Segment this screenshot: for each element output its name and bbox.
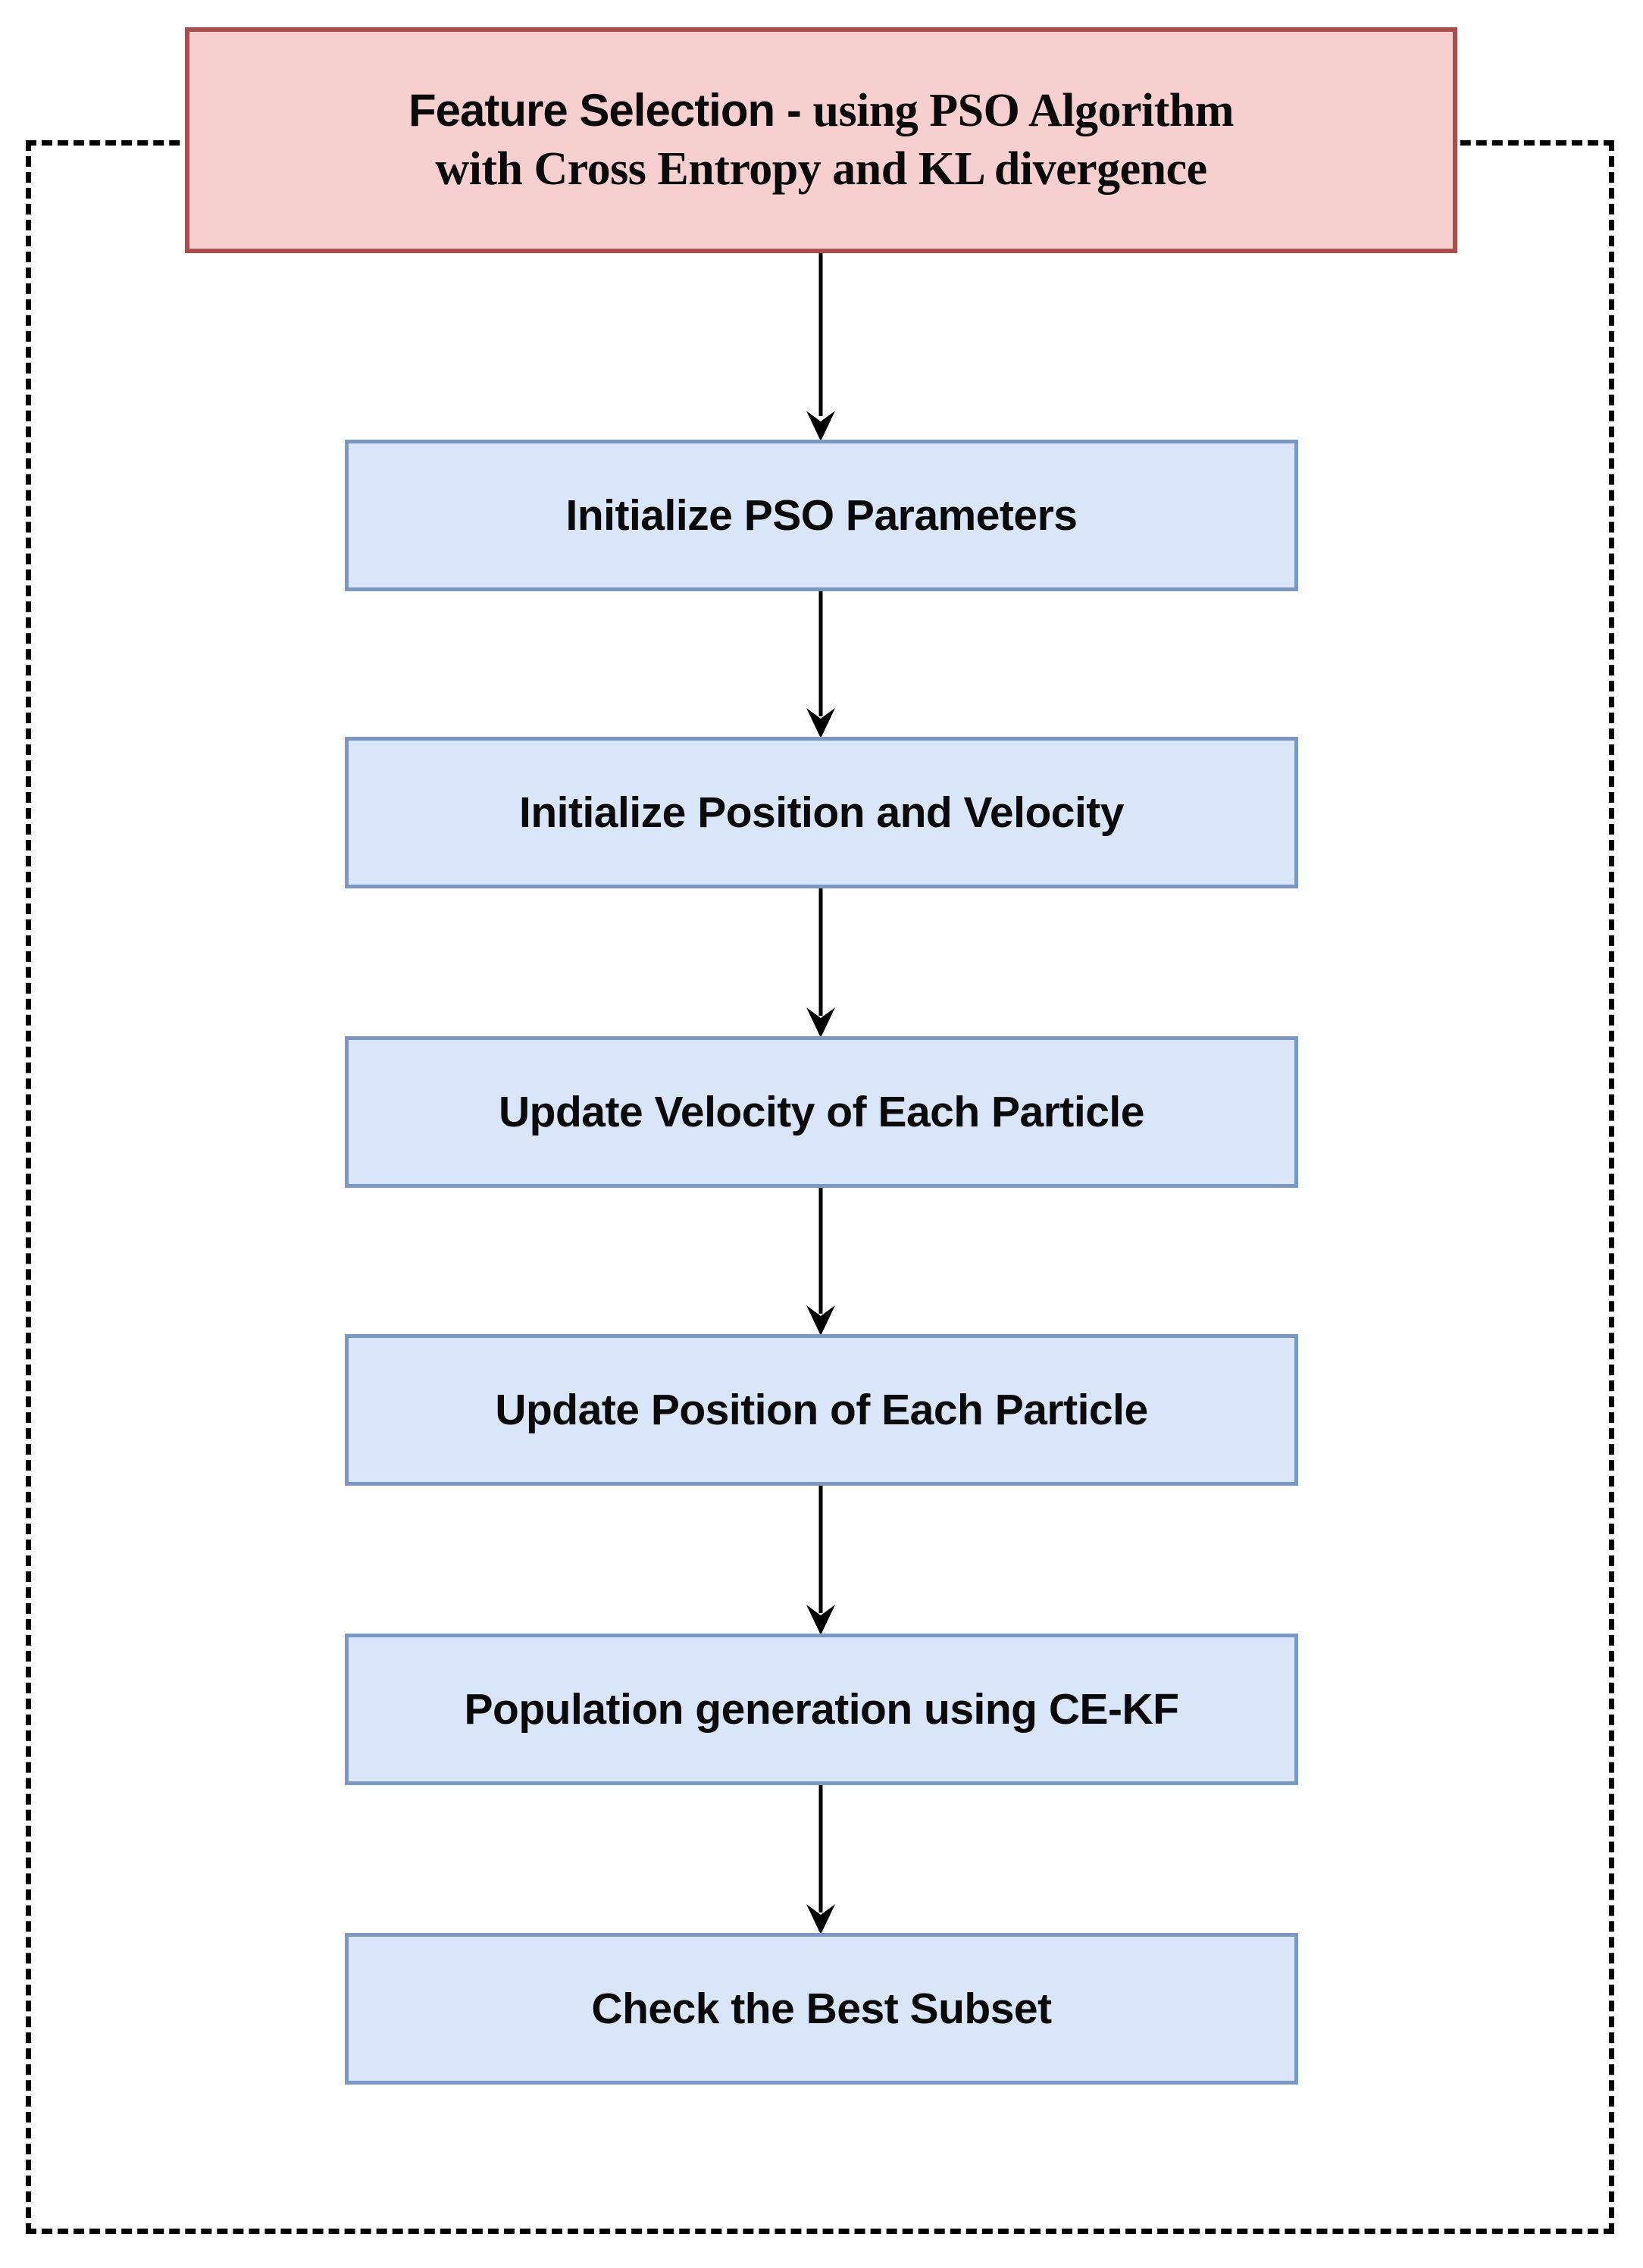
node-label: Update Velocity of Each Particle — [499, 1088, 1144, 1136]
flowchart-node-initialize-position-and-velocity[interactable]: Initialize Position and Velocity — [345, 737, 1298, 888]
title-rest-line1: using PSO Algorithm — [812, 84, 1234, 136]
flowchart-node-update-position-of-each-particle[interactable]: Update Position of Each Particle — [345, 1334, 1298, 1486]
flowchart-node-check-the-best-subset[interactable]: Check the Best Subset — [345, 1933, 1298, 2085]
flowchart-node-update-velocity-of-each-particle[interactable]: Update Velocity of Each Particle — [345, 1036, 1298, 1188]
flowchart-title-text: Feature Selection - using PSO Algorithm … — [390, 82, 1252, 199]
title-lead-text: Feature Selection - — [408, 84, 813, 136]
node-label: Initialize PSO Parameters — [565, 491, 1078, 540]
node-label: Update Position of Each Particle — [495, 1386, 1148, 1434]
node-label: Check the Best Subset — [591, 1984, 1052, 2033]
flowchart-node-population-generation-using-ce-kf[interactable]: Population generation using CE-KF — [345, 1634, 1298, 1785]
node-label: Population generation using CE-KF — [464, 1685, 1179, 1734]
flowchart-node-initialize-pso-parameters[interactable]: Initialize PSO Parameters — [345, 440, 1298, 591]
title-line2: with Cross Entropy and KL divergence — [435, 143, 1207, 195]
flowchart-title-box: Feature Selection - using PSO Algorithm … — [185, 27, 1457, 253]
node-label: Initialize Position and Velocity — [518, 788, 1125, 837]
